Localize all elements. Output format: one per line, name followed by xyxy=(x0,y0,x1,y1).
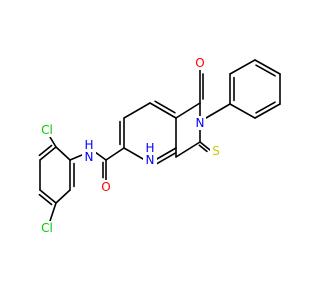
bond-ring-phenyl xyxy=(254,59,281,75)
bond-ring-dcp xyxy=(55,146,71,161)
atom-n1: N xyxy=(146,153,155,167)
atom-cl-lower: Cl xyxy=(41,221,53,235)
bond-ring-phenyl xyxy=(229,103,256,119)
bond-n-aryl xyxy=(69,154,83,161)
bond-c-cl xyxy=(49,136,57,148)
bond-ring-benzo xyxy=(123,102,151,119)
bond-ring-dcp xyxy=(38,193,53,206)
bond-ring-pyrimidine xyxy=(175,141,201,158)
bond-amide-cn xyxy=(94,151,107,161)
bond-ring-dcp xyxy=(39,189,57,204)
atom-labels: O N H N S H N O Cl Cl xyxy=(38,56,222,235)
bond-amide-c xyxy=(105,147,125,161)
atom-n3: N xyxy=(196,116,205,130)
bond-thione xyxy=(199,141,211,151)
bond-ring-phenyl xyxy=(255,64,276,77)
atom-s-thione: S xyxy=(212,144,220,158)
bond-ring-benzo xyxy=(149,102,177,119)
bond-ring-benzo xyxy=(154,100,176,114)
bond-n-phenyl xyxy=(205,103,231,119)
bond-ring-pyrimidine xyxy=(175,102,201,119)
bond-ring-dcp xyxy=(38,144,53,157)
bond-c-cl xyxy=(49,202,57,222)
atom-o-carbonyl: O xyxy=(195,56,204,70)
bond-ring-phenyl xyxy=(255,101,276,114)
bond-ring-phenyl xyxy=(229,59,256,75)
bond-lines xyxy=(38,59,281,222)
atom-cl-upper: Cl xyxy=(41,123,53,137)
bond-ring-dcp xyxy=(55,189,71,204)
molecule-structure: O N H N S H N O Cl Cl xyxy=(38,56,281,235)
bond-ring-benzo xyxy=(154,152,176,166)
bond-thione xyxy=(198,144,208,153)
atom-amide-n: N xyxy=(85,150,94,164)
atom-amide-o: O xyxy=(101,180,110,194)
atom-n1-hydrogen: H xyxy=(145,141,154,155)
bond-ring-dcp xyxy=(39,146,57,161)
bond-ring-phenyl xyxy=(254,103,281,119)
atom-amide-hydrogen: H xyxy=(84,138,93,152)
